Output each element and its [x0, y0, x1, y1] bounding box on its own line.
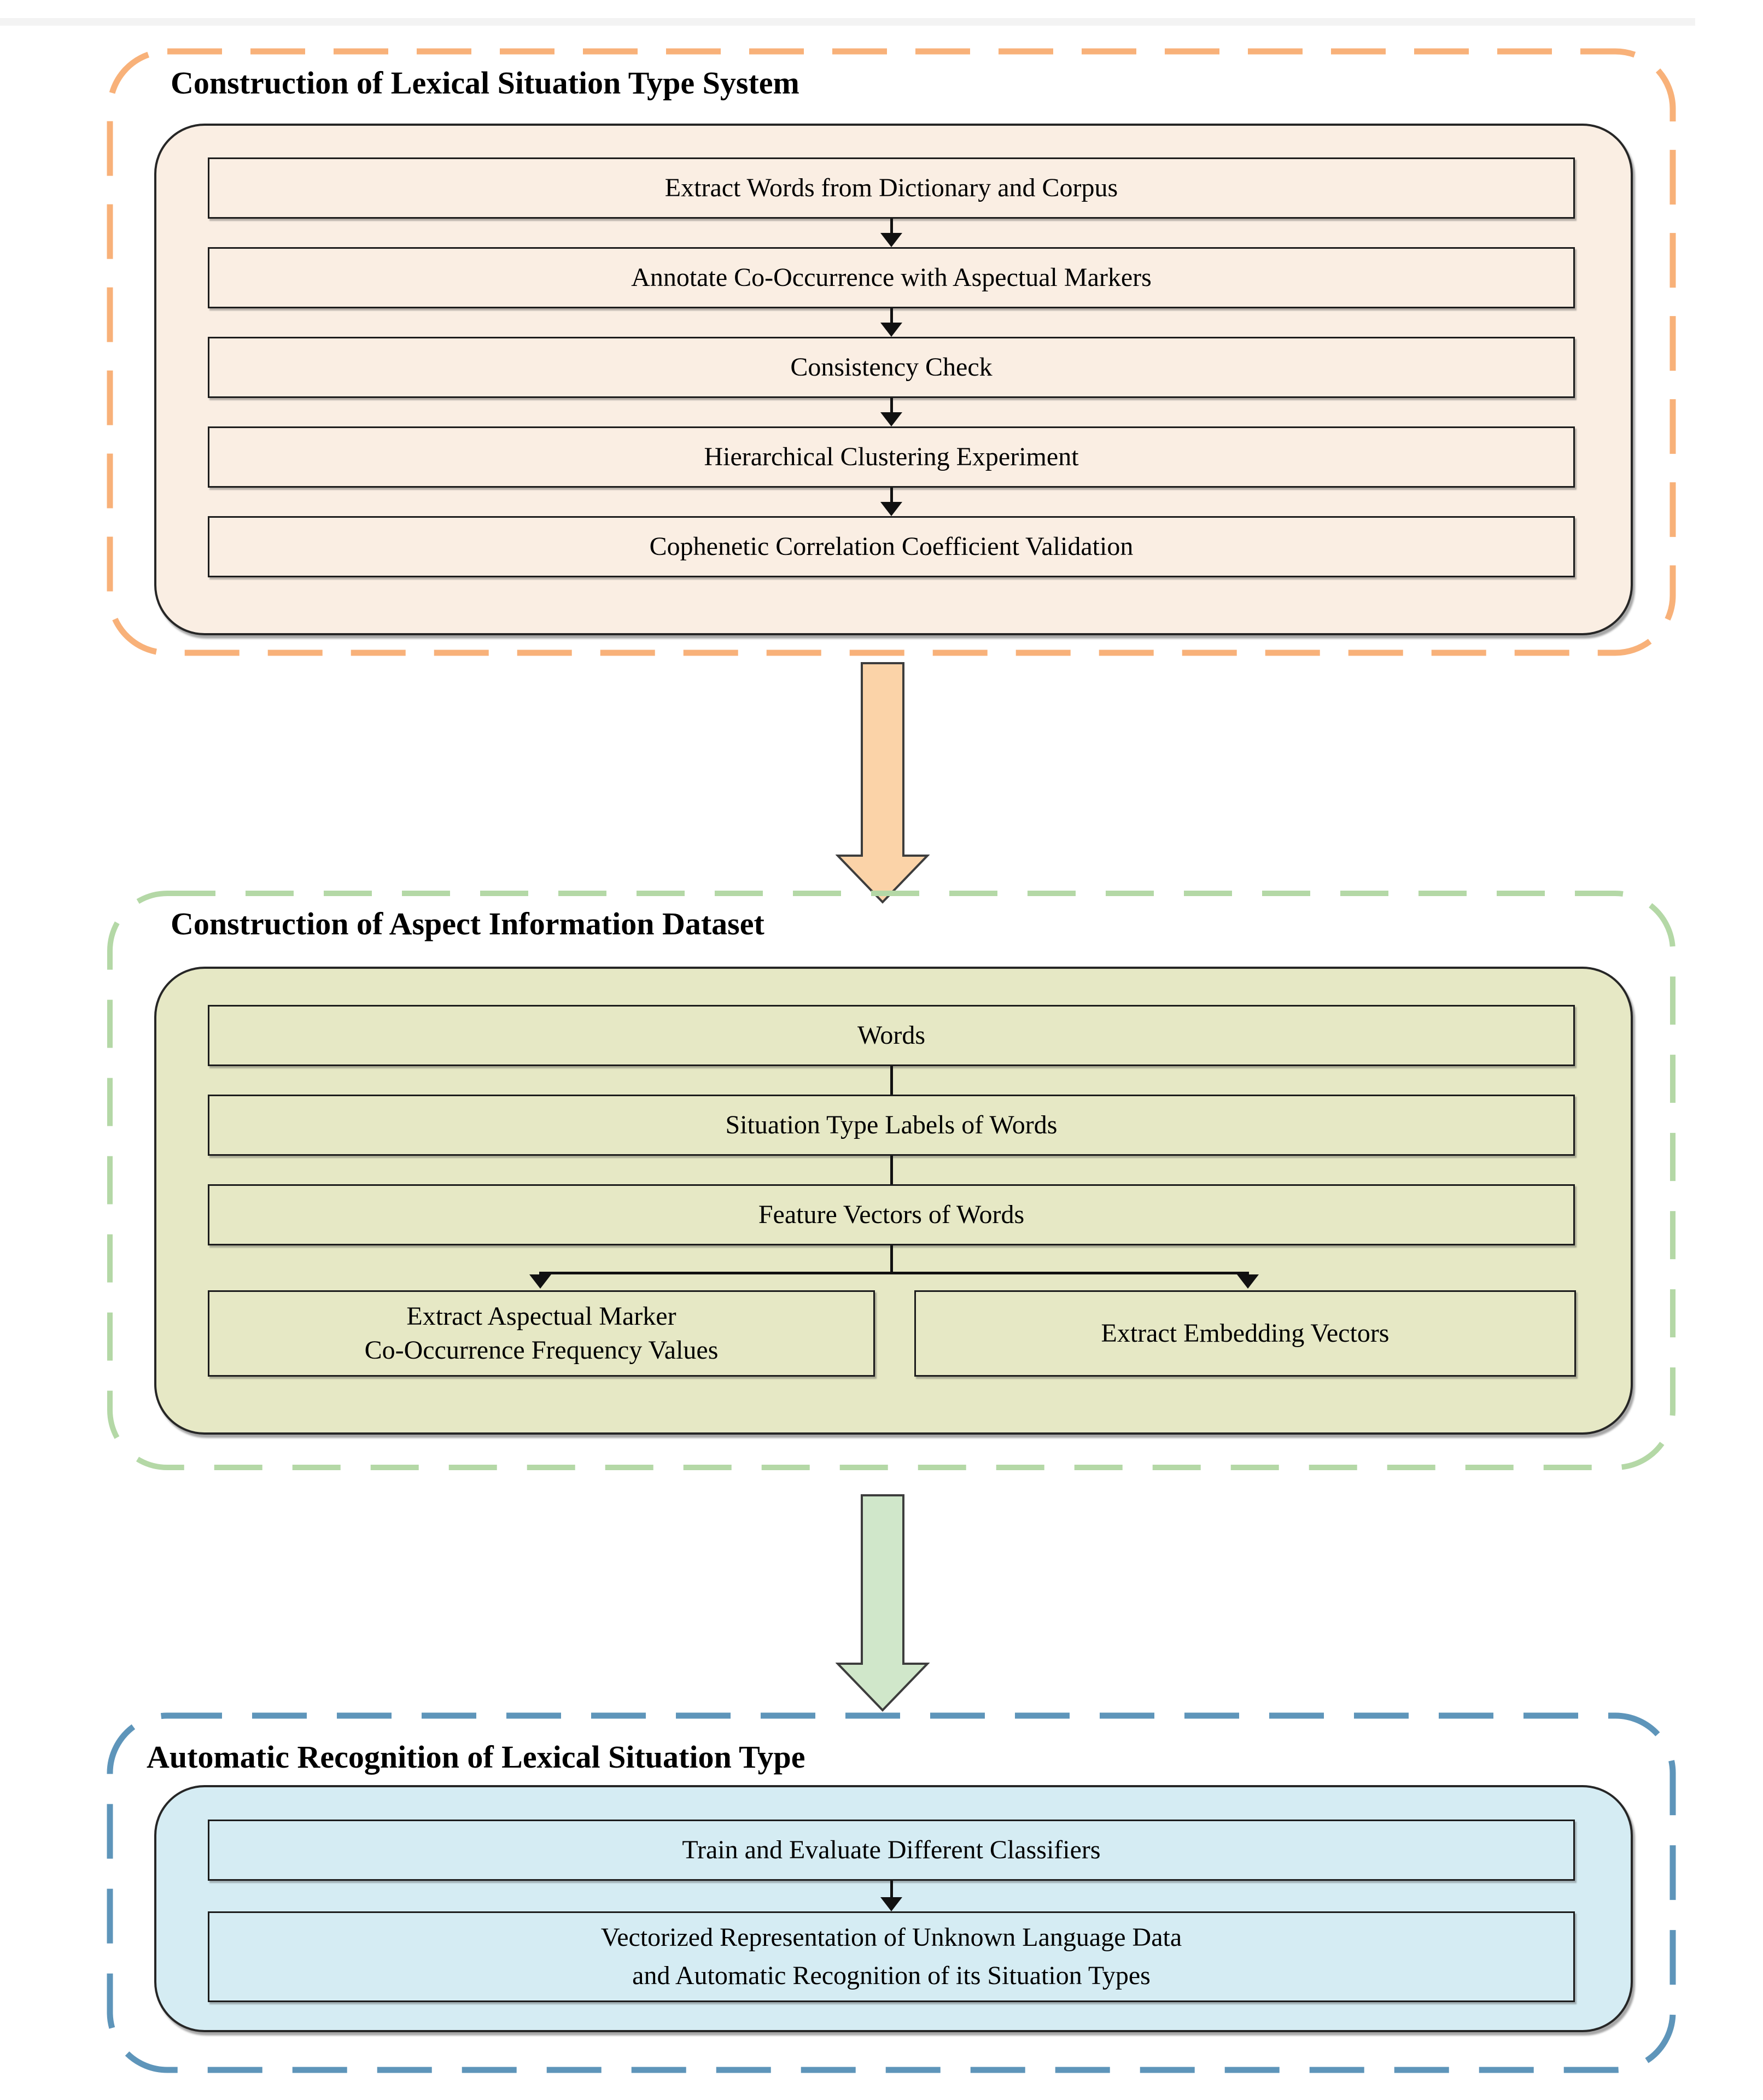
section1-title: Construction of Lexical Situation Type S…: [171, 65, 799, 101]
connector-line: [890, 308, 893, 324]
box-situation-type-labels: Situation Type Labels of Words: [208, 1095, 1575, 1156]
arrow-down-icon: [880, 1897, 902, 1911]
arrow-down-icon: [529, 1274, 551, 1289]
page-top-strip: [0, 18, 1695, 26]
arrow-down-icon: [880, 412, 902, 426]
box-feature-vectors: Feature Vectors of Words: [208, 1184, 1575, 1245]
section1-dashed-border: [107, 48, 1676, 656]
connector-line: [890, 1245, 893, 1273]
section2-dashed-border: [107, 891, 1676, 1470]
section2-title: Construction of Aspect Information Datas…: [171, 906, 764, 941]
connector-branch-line: [539, 1272, 1249, 1274]
step-cophenetic-validation: Cophenetic Correlation Coefficient Valid…: [208, 516, 1575, 577]
step-annotate-cooccurrence: Annotate Co-Occurrence with Aspectual Ma…: [208, 247, 1575, 308]
connector-line: [890, 219, 893, 234]
connector-line: [890, 1066, 893, 1095]
connector-line: [890, 488, 893, 503]
connector-line: [890, 1156, 893, 1184]
section3-dashed-border: [107, 1712, 1676, 2073]
step-hierarchical-clustering: Hierarchical Clustering Experiment: [208, 426, 1575, 488]
step-extract-words: Extract Words from Dictionary and Corpus: [208, 157, 1575, 219]
down-block-arrow-icon: [836, 662, 930, 904]
arrow-down-icon: [880, 323, 902, 337]
box-extract-embedding-vectors: Extract Embedding Vectors: [914, 1290, 1576, 1377]
section3-title: Automatic Recognition of Lexical Situati…: [147, 1739, 805, 1775]
arrow-down-icon: [880, 502, 902, 516]
arrow-down-icon: [880, 233, 902, 247]
step-vectorized-recognition: Vectorized Representation of Unknown Lan…: [208, 1911, 1575, 2002]
down-block-arrow-icon: [836, 1494, 930, 1712]
step-train-evaluate-classifiers: Train and Evaluate Different Classifiers: [208, 1820, 1575, 1881]
box-words: Words: [208, 1005, 1575, 1066]
step-consistency-check: Consistency Check: [208, 337, 1575, 398]
connector-line: [890, 1881, 893, 1898]
connector-line: [890, 398, 893, 413]
box-extract-marker-frequency: Extract Aspectual Marker Co-Occurrence F…: [208, 1290, 875, 1377]
arrow-down-icon: [1237, 1274, 1259, 1289]
